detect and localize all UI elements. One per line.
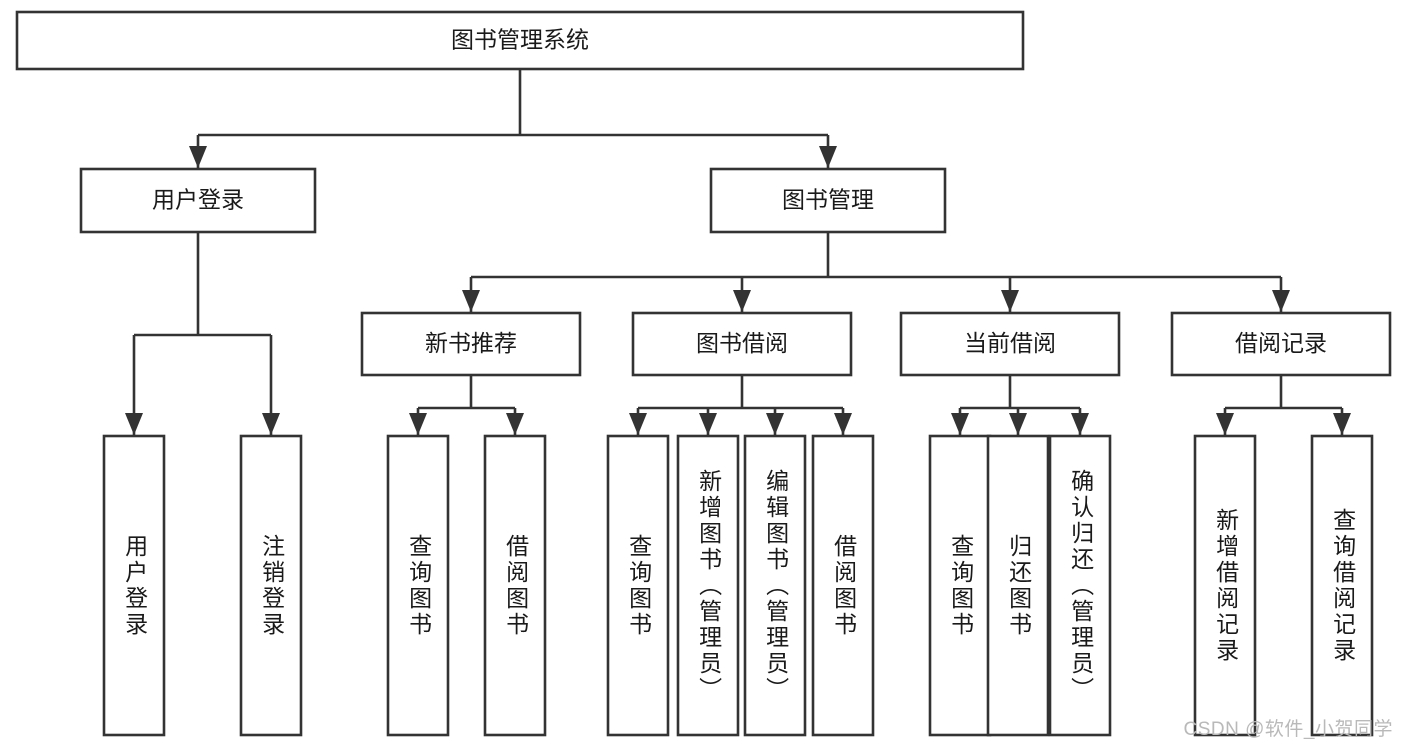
node-label-book-management: 图书管理 [782,187,874,213]
node-box-leaf-query-borrow-record [1310,434,1374,737]
node-leaf-confirm-return-admin[interactable] [1048,434,1112,737]
arrow-head-icon-leaf-add-book-admin [699,413,717,435]
node-leaf-edit-book-admin[interactable] [743,434,807,737]
arrow-head-icon-borrow-record [1272,290,1290,312]
arrow-head-icon-leaf-logout [262,413,280,435]
node-box-leaf-add-book-admin [676,434,740,737]
node-box-leaf-borrow-book-recommend [483,434,547,737]
node-book-borrow[interactable]: 图书借阅 [631,311,853,377]
arrow-head-icon-leaf-add-borrow-record [1216,413,1234,435]
node-label-root: 图书管理系统 [451,27,589,53]
node-box-current-borrow [899,311,1121,377]
node-new-book-recommend[interactable]: 新书推荐 [360,311,582,377]
node-leaf-return-book[interactable] [986,434,1050,737]
arrow-head-icon-user-login [189,146,207,168]
node-box-leaf-query-book-recommend [386,434,450,737]
node-box-book-management [709,167,947,234]
arrow-head-icon-leaf-borrow-book [834,413,852,435]
node-leaf-user-login[interactable] [102,434,166,737]
node-leaf-query-borrow-record[interactable] [1310,434,1374,737]
node-box-leaf-confirm-return-admin [1048,434,1112,737]
node-box-leaf-query-book-borrow [606,434,670,737]
node-box-leaf-user-login [102,434,166,737]
arrow-head-icon-leaf-query-book-current [951,413,969,435]
node-box-borrow-record [1170,311,1392,377]
arrow-head-icon-leaf-user-login [125,413,143,435]
arrow-head-icon-current-borrow [1001,290,1019,312]
node-box-book-borrow [631,311,853,377]
node-leaf-add-book-admin[interactable] [676,434,740,737]
node-user-login[interactable]: 用户登录 [79,167,317,234]
node-leaf-logout[interactable] [239,434,303,737]
connectors-layer [125,69,1351,435]
node-leaf-add-borrow-record[interactable] [1193,434,1257,737]
node-borrow-record[interactable]: 借阅记录 [1170,311,1392,377]
arrow-head-icon-leaf-query-book-recommend [409,413,427,435]
node-label-user-login: 用户登录 [152,187,244,213]
node-current-borrow[interactable]: 当前借阅 [899,311,1121,377]
node-box-user-login [79,167,317,234]
node-label-borrow-record: 借阅记录 [1235,330,1327,356]
node-label-current-borrow: 当前借阅 [964,330,1056,356]
arrow-head-icon-leaf-confirm-return-admin [1071,413,1089,435]
arrow-head-icon-leaf-return-book [1009,413,1027,435]
node-leaf-query-book-borrow[interactable] [606,434,670,737]
node-box-leaf-logout [239,434,303,737]
arrow-head-icon-new-book-recommend [462,290,480,312]
node-box-root [15,10,1025,71]
arrow-head-icon-leaf-query-borrow-record [1333,413,1351,435]
arrow-head-icon-leaf-query-book-borrow [629,413,647,435]
node-leaf-query-book-current[interactable] [928,434,992,737]
node-box-leaf-edit-book-admin [743,434,807,737]
node-leaf-query-book-recommend[interactable] [386,434,450,737]
node-label-book-borrow: 图书借阅 [696,330,788,356]
arrow-head-icon-book-management [819,146,837,168]
node-box-leaf-borrow-book [811,434,875,737]
watermark-text: CSDN @软件_小贺同学 [1183,719,1393,740]
node-leaf-borrow-book-recommend[interactable] [483,434,547,737]
node-leaf-borrow-book[interactable] [811,434,875,737]
arrow-head-icon-leaf-borrow-book-recommend [506,413,524,435]
arrow-head-icon-book-borrow [733,290,751,312]
node-root[interactable]: 图书管理系统 [15,10,1025,71]
node-book-management[interactable]: 图书管理 [709,167,947,234]
node-label-new-book-recommend: 新书推荐 [425,330,517,356]
node-box-new-book-recommend [360,311,582,377]
node-box-leaf-add-borrow-record [1193,434,1257,737]
node-box-leaf-return-book [986,434,1050,737]
node-box-leaf-query-book-current [928,434,992,737]
arrow-head-icon-leaf-edit-book-admin [766,413,784,435]
